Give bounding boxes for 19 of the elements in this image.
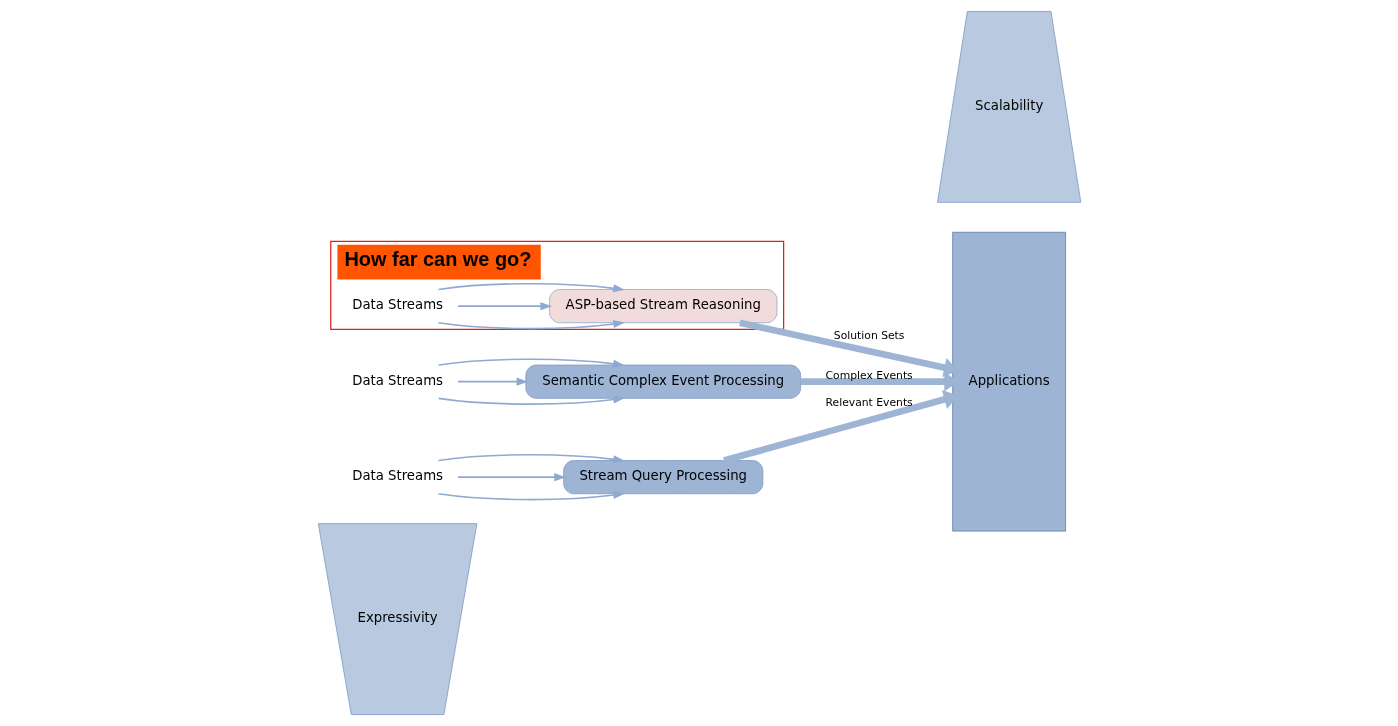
edge-label: Solution Sets: [833, 328, 904, 342]
arrow: [437, 358, 625, 368]
arrow: [437, 282, 625, 293]
edge-label: Relevant Events: [825, 396, 913, 410]
edge-label: Complex Events: [825, 368, 913, 382]
arrow: [456, 377, 528, 386]
arrow: [456, 473, 566, 482]
arrow: [437, 453, 625, 464]
node-box: Stream Query Processing: [562, 460, 763, 495]
node-text: Data Streams: [351, 468, 443, 484]
node-box: Semantic Complex Event Processing: [524, 364, 801, 399]
arrow: [456, 302, 552, 311]
node-box: ASP-based Stream Reasoning: [548, 289, 777, 324]
arrow: [437, 395, 625, 405]
node-box: Applications: [951, 231, 1066, 532]
node-text: Data Streams: [351, 372, 443, 388]
arrow: [437, 491, 625, 501]
node-text: Data Streams: [351, 297, 443, 313]
arrow: [437, 320, 625, 330]
